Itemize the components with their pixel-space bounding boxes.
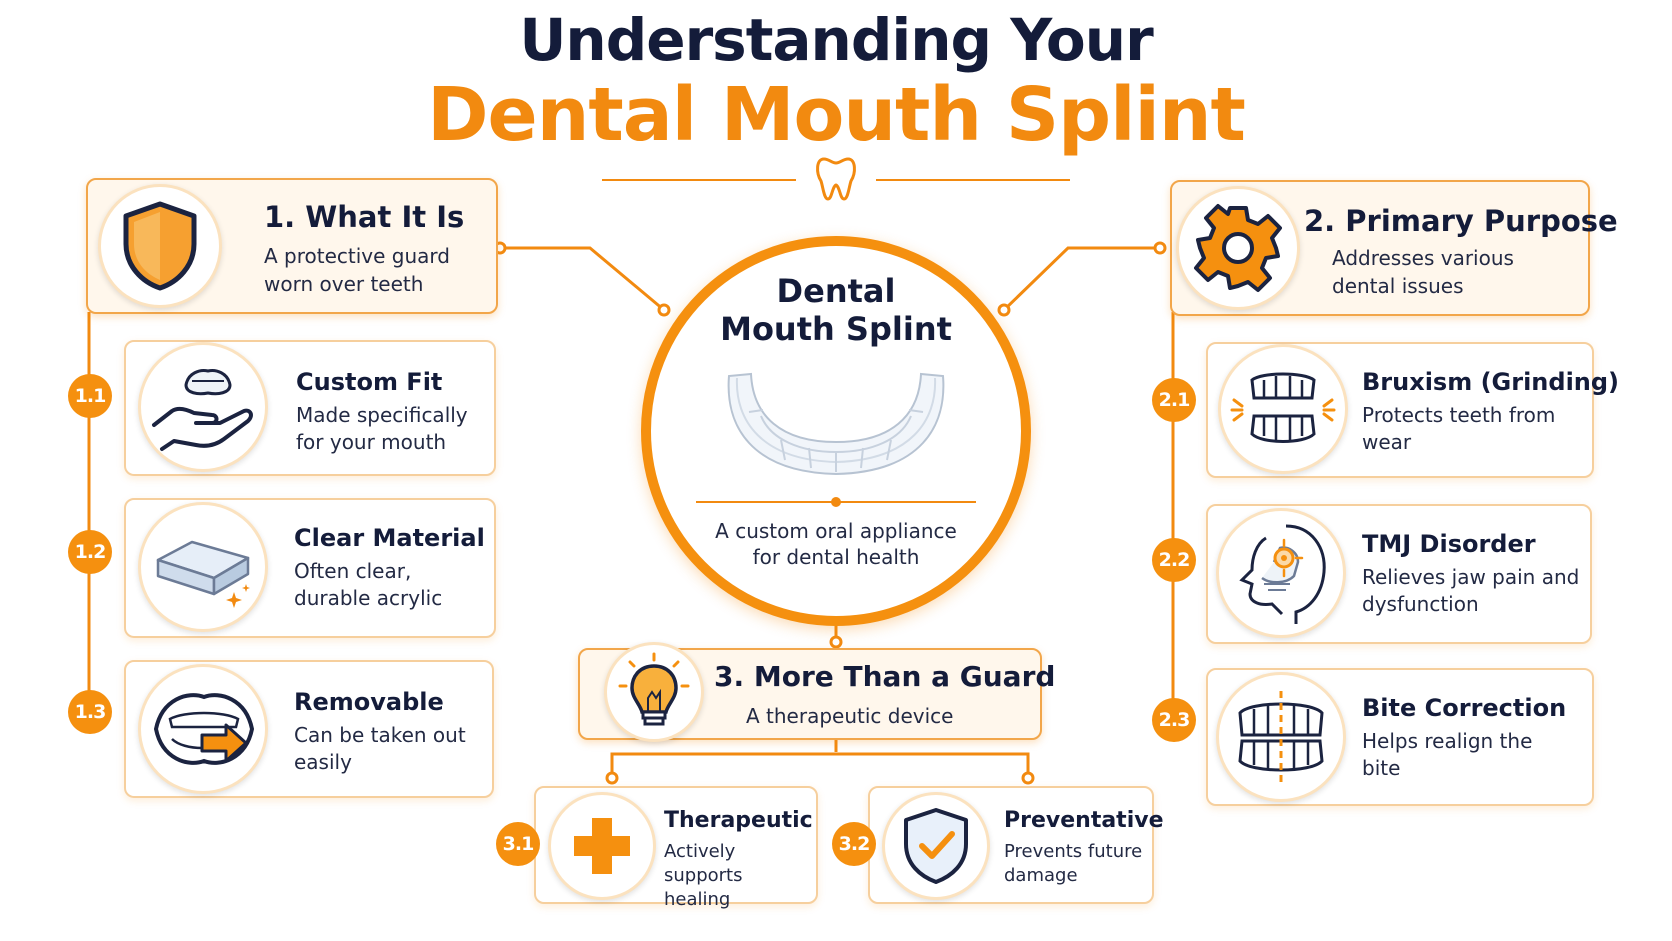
item-3-1-desc: Actively supports healing bbox=[664, 841, 743, 910]
section-2-icon-circle bbox=[1176, 186, 1300, 310]
section-1-icon-circle bbox=[98, 184, 222, 308]
section-1-desc: A protective guard worn over teeth bbox=[264, 244, 450, 296]
title-line-2: Dental Mouth Splint bbox=[427, 72, 1246, 158]
section-3-desc: A therapeutic device bbox=[746, 704, 954, 728]
tooth-icon bbox=[816, 157, 856, 201]
item-1-2-icon-circle bbox=[138, 502, 268, 632]
item-2-2-icon-circle bbox=[1216, 508, 1346, 638]
item-2-1-badge: 2.1 bbox=[1152, 378, 1196, 422]
item-2-3-card: Bite Correction Helps realign the bite bbox=[1206, 668, 1594, 806]
center-title: Dental Mouth Splint bbox=[651, 272, 1021, 348]
item-2-3-icon-circle bbox=[1216, 672, 1346, 802]
item-1-1-icon-circle bbox=[138, 342, 268, 472]
center-title-line-1: Dental bbox=[776, 272, 896, 310]
item-2-2-card: TMJ Disorder Relieves jaw pain and dysfu… bbox=[1206, 504, 1592, 644]
section-2-header-card: 2. Primary Purpose Addresses various den… bbox=[1170, 180, 1618, 316]
hand-holding-splint-icon bbox=[152, 369, 253, 451]
item-2-1-title: Bruxism (Grinding) bbox=[1362, 368, 1620, 396]
mouth-remove-icon bbox=[153, 693, 255, 765]
item-2-3-badge: 2.3 bbox=[1152, 698, 1196, 742]
item-1-3-title: Removable bbox=[294, 688, 444, 716]
shield-icon bbox=[123, 201, 197, 291]
title-line-1: Understanding Your bbox=[519, 6, 1153, 74]
item-2-3-title: Bite Correction bbox=[1362, 694, 1567, 722]
item-2-1-card: Bruxism (Grinding) Protects teeth from w… bbox=[1206, 342, 1619, 478]
gear-icon bbox=[1194, 204, 1282, 292]
section-2-desc: Addresses various dental issues bbox=[1332, 246, 1514, 298]
center-divider bbox=[696, 497, 976, 507]
medical-cross-icon bbox=[574, 818, 630, 874]
acrylic-block-icon bbox=[156, 540, 250, 608]
item-2-1-desc: Protects teeth from wear bbox=[1362, 403, 1556, 454]
section-3-header-card: 3. More Than a Guard A therapeutic devic… bbox=[578, 642, 1055, 742]
lightbulb-icon bbox=[618, 652, 690, 726]
mouth-splint-image bbox=[727, 372, 945, 476]
item-1-3-badge: 1.3 bbox=[68, 690, 112, 734]
center-desc-line-2: for dental health bbox=[752, 545, 920, 569]
section-3-title: 3. More Than a Guard bbox=[714, 660, 1056, 693]
item-3-2-title: Preventative bbox=[1004, 808, 1164, 833]
center-desc: A custom oral appliance for dental healt… bbox=[651, 518, 1021, 570]
item-1-1-desc: Made specifically for your mouth bbox=[296, 403, 468, 454]
item-3-1-card: Therapeutic Actively supports healing bbox=[534, 786, 818, 910]
item-1-3-card: Removable Can be taken out easily bbox=[124, 660, 494, 798]
center-desc-line-1: A custom oral appliance bbox=[715, 519, 957, 543]
item-2-2-badge: 2.2 bbox=[1152, 538, 1196, 582]
item-1-1-badge: 1.1 bbox=[68, 374, 112, 418]
item-2-2-desc: Relieves jaw pain and dysfunction bbox=[1362, 565, 1580, 616]
item-3-1-title: Therapeutic bbox=[664, 808, 813, 833]
item-2-2-title: TMJ Disorder bbox=[1362, 530, 1536, 558]
item-1-3-icon-circle bbox=[138, 664, 268, 794]
item-1-1-title: Custom Fit bbox=[296, 368, 443, 396]
bite-alignment-icon bbox=[1238, 691, 1324, 783]
item-3-2-desc: Prevents future damage bbox=[1004, 841, 1143, 886]
item-1-1-card: Custom Fit Made specifically for your mo… bbox=[124, 340, 496, 476]
item-1-2-title: Clear Material bbox=[294, 524, 485, 552]
item-3-2-card: Preventative Prevents future damage bbox=[868, 786, 1164, 904]
item-1-2-desc: Often clear, durable acrylic bbox=[294, 559, 443, 610]
section-3-icon-circle bbox=[604, 642, 704, 742]
section-1-title: 1. What It Is bbox=[264, 200, 465, 234]
section-2-title: 2. Primary Purpose bbox=[1304, 204, 1618, 238]
item-2-1-icon-circle bbox=[1218, 344, 1348, 474]
shield-check-icon bbox=[904, 808, 968, 884]
item-3-1-icon-circle bbox=[548, 792, 656, 900]
item-3-2-icon-circle bbox=[882, 792, 990, 900]
jaw-joint-icon bbox=[1239, 524, 1326, 624]
item-3-1-badge: 3.1 bbox=[496, 822, 540, 866]
center-title-line-2: Mouth Splint bbox=[720, 310, 952, 348]
item-1-3-desc: Can be taken out easily bbox=[294, 723, 466, 774]
grinding-teeth-icon bbox=[1230, 372, 1336, 443]
center-circle: Dental Mouth Splint A custom oral applia… bbox=[641, 236, 1031, 626]
item-2-3-desc: Helps realign the bite bbox=[1362, 729, 1533, 780]
item-1-2-badge: 1.2 bbox=[68, 530, 112, 574]
section-1-header-card: 1. What It Is A protective guard worn ov… bbox=[86, 178, 498, 314]
item-3-2-badge: 3.2 bbox=[832, 822, 876, 866]
item-1-2-card: Clear Material Often clear, durable acry… bbox=[124, 498, 496, 638]
